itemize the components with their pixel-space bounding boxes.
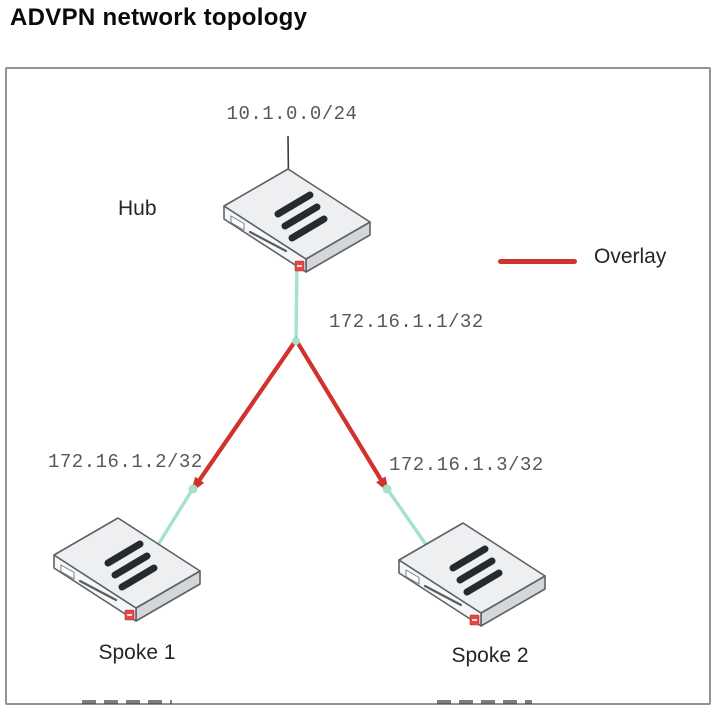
overlay-tunnel-lines	[192, 336, 388, 490]
junction-dot-spoke1	[188, 484, 198, 494]
cropped-text-artifact-left	[82, 700, 172, 704]
hub-label: Hub	[118, 197, 157, 220]
underlay-link-spoke2	[386, 488, 429, 548]
legend-overlay-line-swatch	[498, 259, 577, 264]
page-title: ADVPN network topology	[10, 4, 308, 31]
underlay-link-spoke1	[156, 488, 194, 547]
hub-router-icon	[222, 166, 374, 278]
spoke1-label: Spoke 1	[98, 641, 176, 664]
hub-lan-subnet-label: 10.1.0.0/24	[226, 103, 358, 125]
junction-dot-hub	[292, 337, 300, 345]
spoke2-tunnel-ip-label: 172.16.1.3/32	[389, 454, 544, 476]
hub-tunnel-ip-label: 172.16.1.1/32	[329, 311, 484, 333]
spoke2-label: Spoke 2	[451, 644, 529, 667]
spoke2-router-icon	[397, 520, 549, 632]
underlay-link-hub	[294, 256, 299, 343]
cropped-text-artifact-right	[437, 700, 532, 704]
spoke1-tunnel-ip-label: 172.16.1.2/32	[48, 451, 203, 473]
legend-overlay-label: Overlay	[594, 245, 667, 268]
spoke1-router-icon	[52, 515, 204, 627]
junction-dot-spoke2	[382, 484, 392, 494]
